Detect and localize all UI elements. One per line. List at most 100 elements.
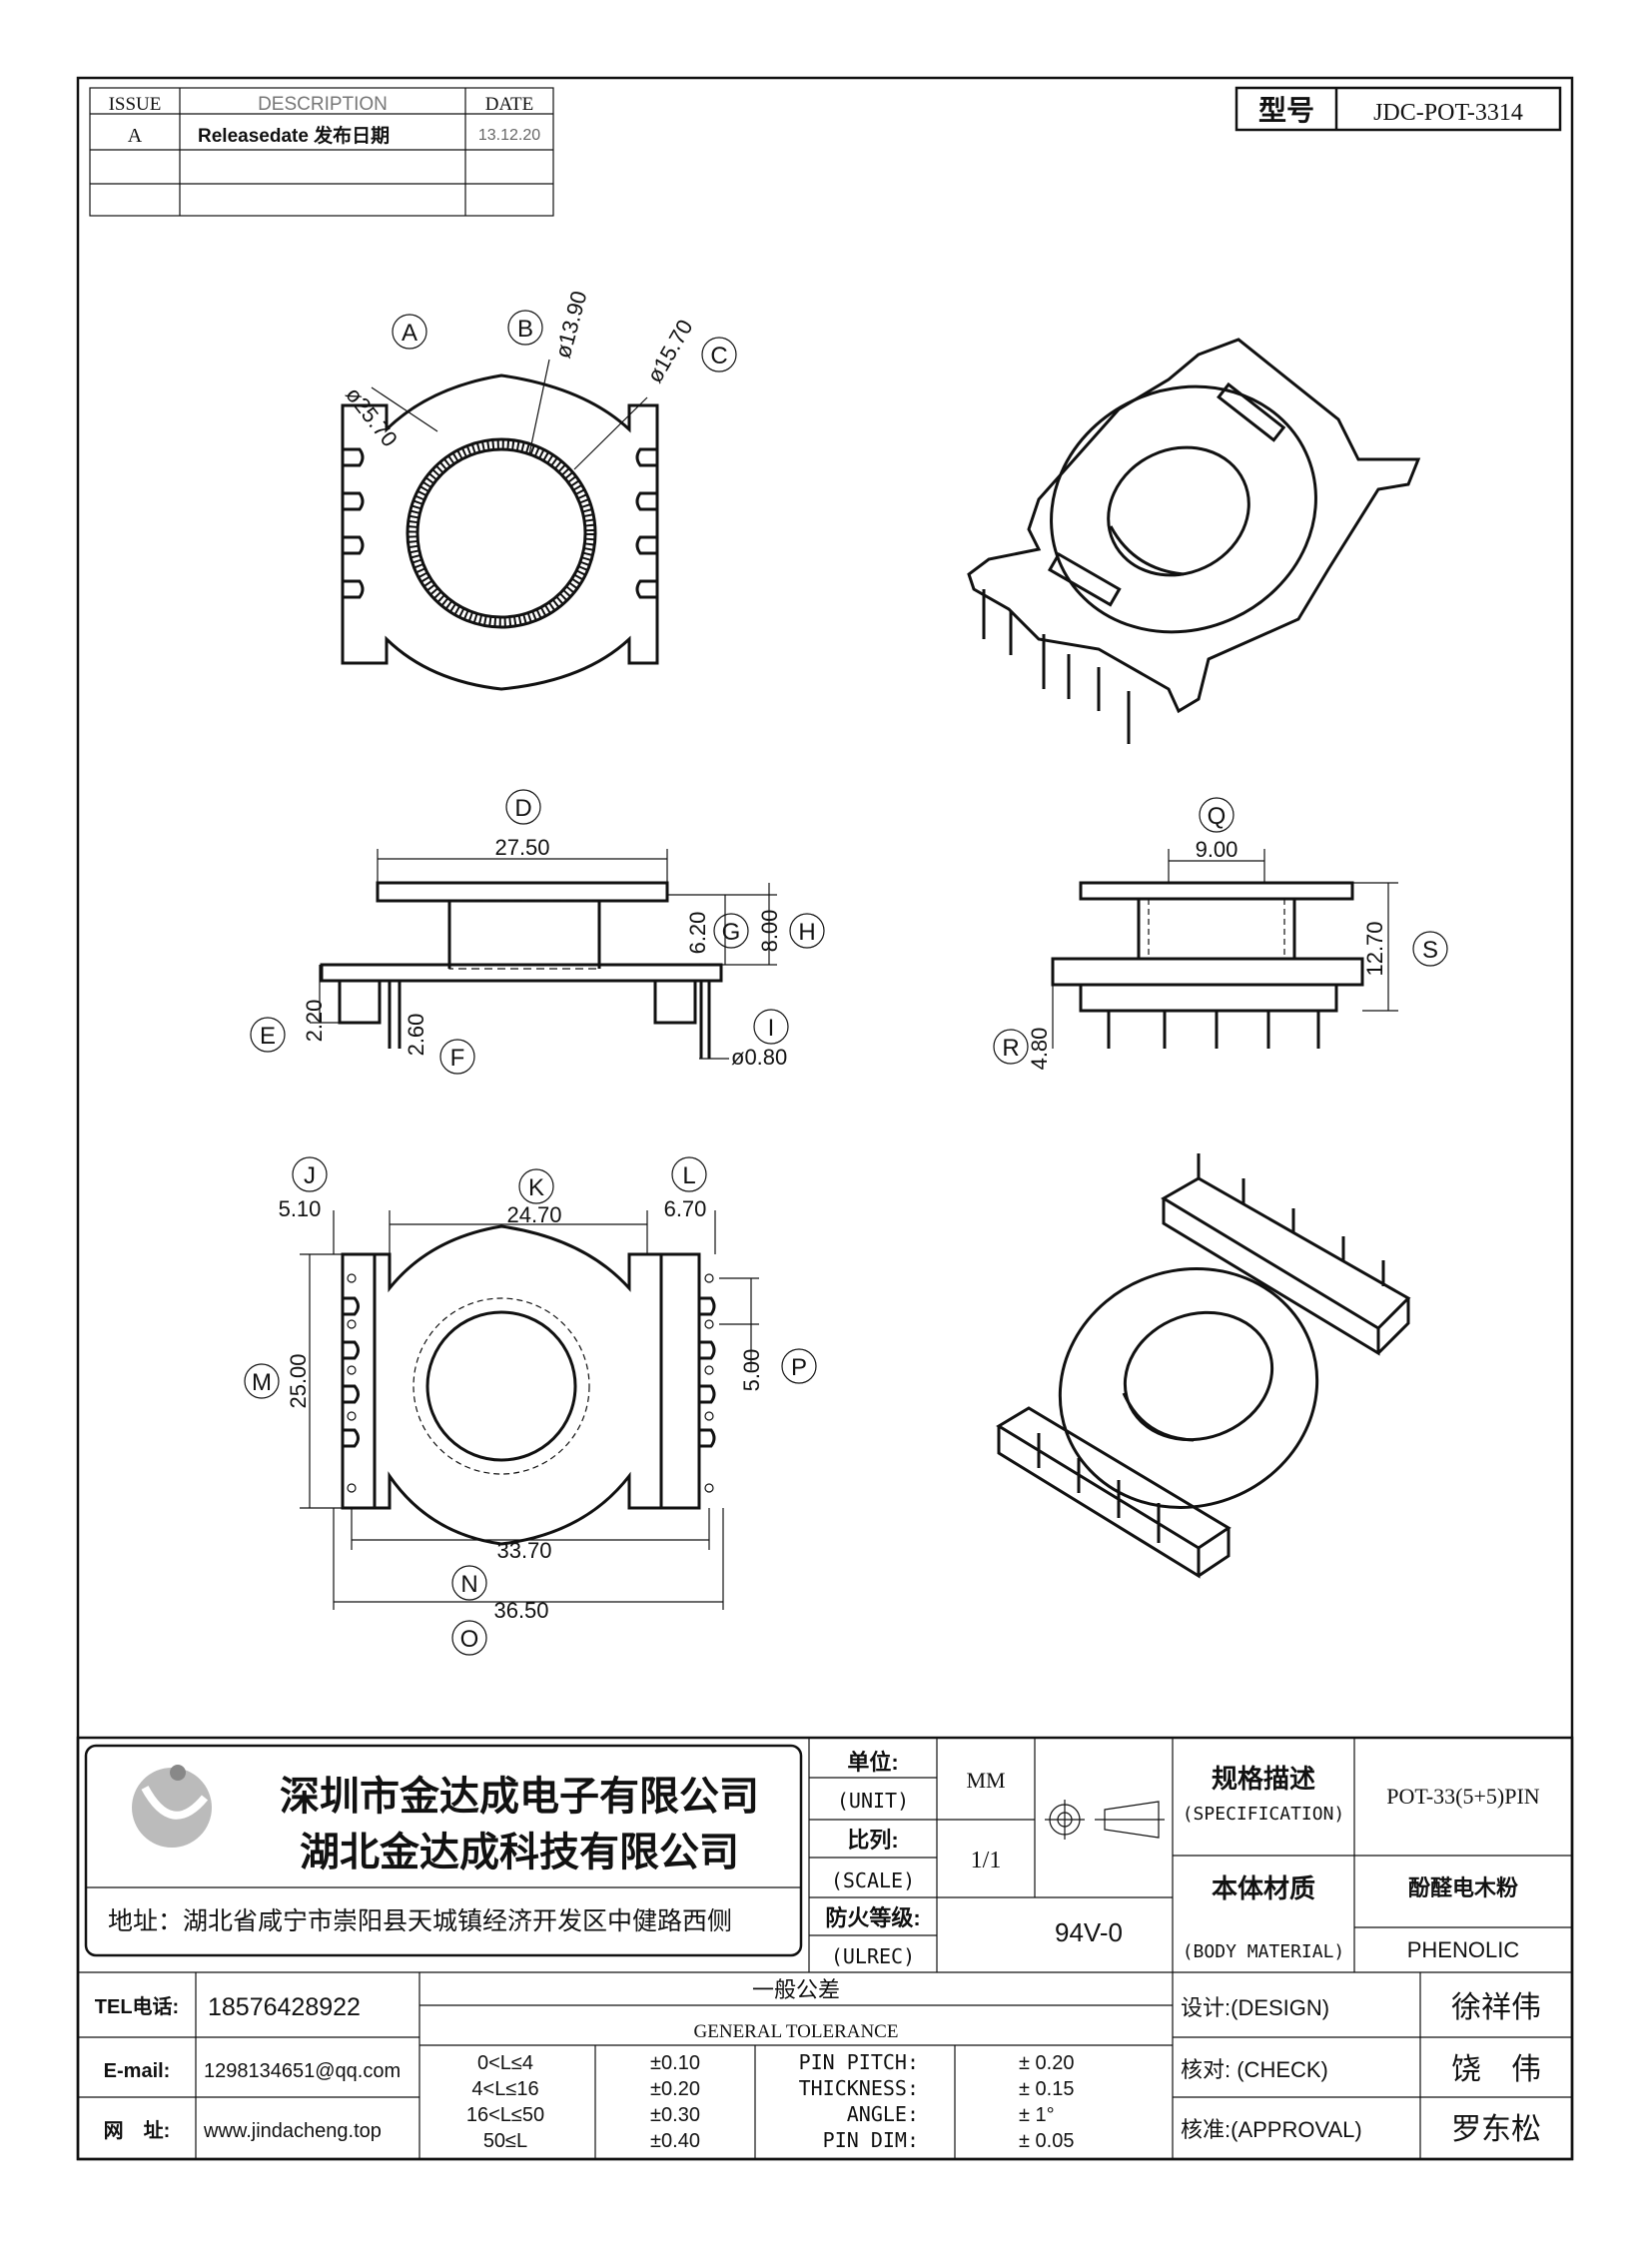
rev-header-date: DATE: [485, 94, 534, 115]
front-view: [310, 849, 777, 1060]
bubble-M: [244, 1363, 280, 1399]
bubble-A: [392, 314, 427, 350]
web-value: www.jindacheng.top: [203, 2120, 382, 2142]
company-address: 地址：湖北省咸宁市崇阳县天城镇经济开发区中健路西侧: [108, 1907, 732, 1935]
company-logo: [132, 1768, 212, 1848]
approval-label: 核准:(APPROVAL): [1181, 2117, 1362, 2142]
spec-label-en: (SPECIFICATION): [1183, 1804, 1345, 1825]
material-value-cn: 酚醛电木粉: [1408, 1875, 1518, 1900]
bubble-S: [1412, 931, 1448, 967]
unit-label-en: (UNIT): [837, 1789, 909, 1813]
material-label-en: (BODY MATERIAL): [1183, 1941, 1345, 1962]
bubble-I: [753, 1009, 789, 1045]
bubble-B-letter: B: [517, 316, 533, 343]
bubble-F: [439, 1039, 475, 1075]
bubble-O-letter: O: [460, 1626, 479, 1653]
tel-value: 18576428922: [208, 1993, 361, 2021]
dim-G-value: 6.20: [685, 912, 710, 955]
title-block: 深圳市金达成电子有限公司 湖北金达成科技有限公司 地址：湖北省咸宁市崇阳县天城镇…: [76, 1736, 1574, 2161]
material-value-en: PHENOLIC: [1407, 1937, 1520, 1962]
spec-label: 规格描述: [1212, 1764, 1315, 1794]
approval-name: 罗东松: [1451, 2113, 1541, 2146]
scale-value: 1/1: [971, 1848, 1002, 1873]
tel-label: TEL电话:: [95, 1995, 179, 2018]
tol-item-value-2: ± 1°: [1019, 2104, 1055, 2126]
tolerance-title-cn: 一般公差: [752, 1977, 840, 2002]
side-view: [1051, 849, 1398, 1049]
tol-range-2: 16<L≤50: [466, 2104, 544, 2126]
tol-item-2: ANGLE:: [847, 2102, 919, 2126]
tol-value-0: ±0.10: [650, 2052, 700, 2074]
tol-range-1: 4<L≤16: [471, 2078, 538, 2100]
bubble-A-letter: A: [402, 320, 417, 347]
bubble-C: [701, 337, 737, 373]
dim-C-value: ø15.70: [642, 316, 698, 387]
bubble-E: [250, 1017, 286, 1053]
projection-symbol: [1045, 1800, 1165, 1840]
unit-label: 单位:: [847, 1750, 898, 1775]
tol-item-value-1: ± 0.15: [1019, 2078, 1074, 2100]
tol-item-value-0: ± 0.20: [1019, 2052, 1074, 2074]
email-value: 1298134651@qq.com: [204, 2060, 401, 2082]
bubble-N-letter: N: [460, 1571, 477, 1598]
bubble-D: [505, 789, 541, 825]
company-name-1: 深圳市金达成电子有限公司: [280, 1774, 759, 1819]
bubble-Q-letter: Q: [1208, 803, 1227, 830]
bubble-S-letter: S: [1422, 937, 1438, 964]
dim-L-value: 6.70: [664, 1196, 707, 1221]
dim-F-value: 2.60: [404, 1014, 428, 1057]
dim-R-value: 4.80: [1027, 1028, 1052, 1071]
tol-item-0: PIN PITCH:: [799, 2050, 919, 2074]
bubble-H-letter: H: [798, 919, 815, 946]
dim-Q-value: 9.00: [1196, 837, 1239, 862]
dim-J-value: 5.10: [279, 1196, 322, 1221]
fire-label: 防火等级:: [825, 1905, 920, 1930]
dim-K-value: 24.70: [506, 1202, 561, 1227]
bubble-O: [451, 1620, 487, 1656]
bubble-L: [671, 1156, 707, 1192]
bubble-K-letter: K: [528, 1174, 544, 1201]
bubble-F-letter: F: [450, 1045, 465, 1072]
dim-I-value: ø0.80: [731, 1045, 787, 1070]
tol-item-3: PIN DIM:: [823, 2128, 919, 2152]
dim-M-value: 25.00: [286, 1353, 311, 1408]
bubble-B: [507, 310, 543, 346]
model-box: 型号 JDC-POT-3314: [1235, 86, 1562, 132]
scale-label: 比列:: [847, 1828, 898, 1853]
dim-O-value: 36.50: [493, 1598, 548, 1623]
spec-value: POT-33(5+5)PIN: [1386, 1784, 1539, 1809]
rev-row-date: 13.12.20: [478, 127, 540, 144]
fire-label-en: (ULREC): [831, 1944, 915, 1968]
rev-row-description: Releasedate 发布日期: [198, 124, 390, 147]
revision-table: ISSUE DESCRIPTION DATE A Releasedate 发布日…: [89, 87, 554, 217]
bubble-N: [451, 1565, 487, 1601]
dim-B-value: ø13.90: [550, 289, 592, 362]
bubble-M-letter: M: [252, 1369, 272, 1396]
bottom-view: [300, 1210, 759, 1610]
bubble-L-letter: L: [682, 1162, 695, 1189]
design-label: 设计:(DESIGN): [1181, 1995, 1329, 2020]
bubble-H: [789, 913, 825, 949]
bubble-I-letter: I: [768, 1015, 775, 1042]
web-label: 网 址:: [104, 2119, 171, 2142]
fire-value: 94V-0: [1055, 1917, 1123, 1947]
rev-header-description: DESCRIPTION: [258, 94, 388, 115]
dim-H-value: 8.00: [757, 910, 782, 953]
scale-label-en: (SCALE): [831, 1868, 915, 1892]
dim-S-value: 12.70: [1362, 921, 1387, 976]
bubble-K: [518, 1168, 554, 1204]
dim-P-value: 5.00: [739, 1349, 764, 1392]
bubble-G-letter: G: [722, 919, 741, 946]
tol-range-0: 0<L≤4: [477, 2052, 533, 2074]
tol-value-1: ±0.20: [650, 2078, 700, 2100]
bubble-J-letter: J: [304, 1162, 316, 1189]
tol-value-3: ±0.40: [650, 2130, 700, 2152]
bubble-E-letter: E: [260, 1023, 276, 1050]
tolerance-title-en: GENERAL TOLERANCE: [694, 2021, 899, 2042]
rev-row-issue: A: [128, 125, 143, 147]
top-view: [341, 359, 659, 691]
bubble-Q: [1199, 797, 1235, 833]
company-name-2: 湖北金达成科技有限公司: [300, 1830, 739, 1874]
model-value: JDC-POT-3314: [1373, 100, 1523, 126]
